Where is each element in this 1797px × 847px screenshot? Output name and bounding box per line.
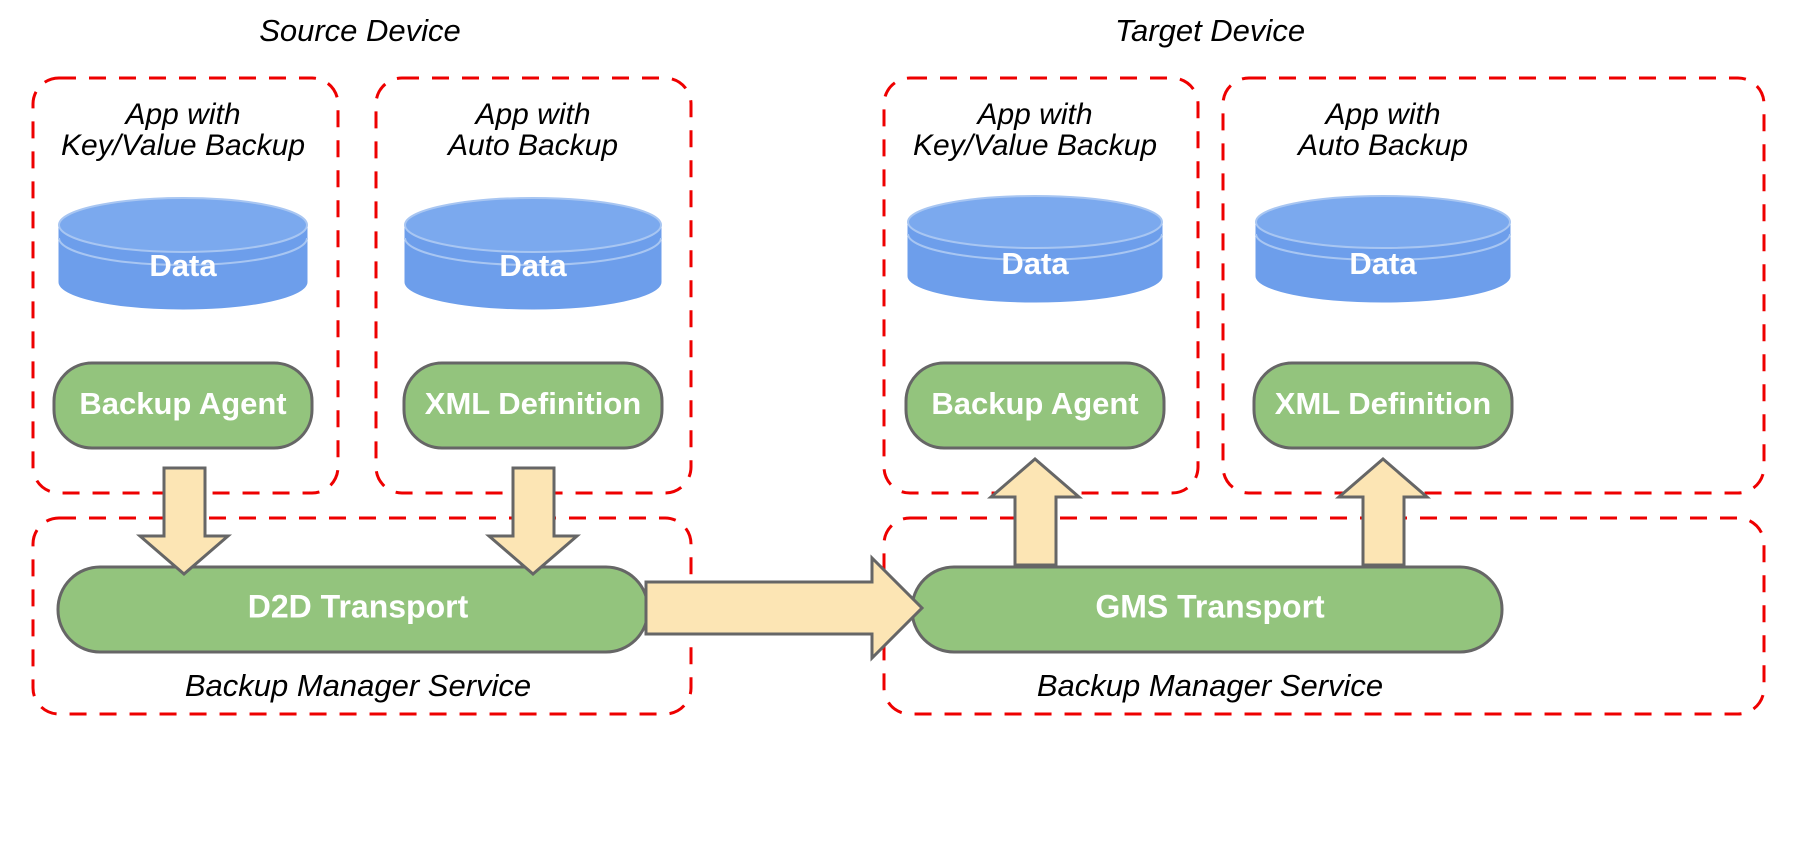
target-app-auto-boundary <box>1221 76 1766 495</box>
source-device-title: Source Device <box>259 13 461 48</box>
target-app-auto-datastore-icon <box>1255 195 1511 303</box>
target-app-auto-title-line2: Auto Backup <box>1296 129 1468 162</box>
source-app-kv-datastore-label: Data <box>149 248 217 283</box>
flow-arrow-target-kv-up <box>986 457 1084 567</box>
target-device-title: Target Device <box>1115 13 1305 48</box>
source-app-kv-title-line1: App with <box>123 98 240 131</box>
source-app-kv-component-box[interactable] <box>52 361 314 450</box>
flow-arrow-target-auto-up <box>1334 457 1432 567</box>
target-app-auto-group[interactable]: App with Auto Backup Data XML Definition <box>1221 76 1766 495</box>
source-app-auto-component-box[interactable] <box>402 361 664 450</box>
target-app-kv-component-box[interactable] <box>904 361 1166 450</box>
target-service-caption: Backup Manager Service <box>1037 668 1383 703</box>
source-app-kv-group[interactable]: App with Key/Value Backup Data Backup Ag… <box>31 76 340 495</box>
source-transport-label: D2D Transport <box>248 588 469 624</box>
target-app-auto-component-box[interactable] <box>1252 361 1514 450</box>
target-transport-label: GMS Transport <box>1095 588 1325 624</box>
target-app-kv-component-label: Backup Agent <box>931 386 1138 421</box>
source-app-auto-group[interactable]: App with Auto Backup Data XML Definition <box>374 76 693 495</box>
flow-arrow-transport-across <box>644 554 925 662</box>
target-app-kv-datastore-icon <box>907 195 1163 303</box>
source-app-kv-title-line2: Key/Value Backup <box>61 129 305 162</box>
target-app-kv-boundary <box>882 76 1200 495</box>
target-app-auto-datastore-label: Data <box>1349 246 1417 281</box>
flow-arrow-source-kv-down <box>135 466 233 576</box>
target-app-kv-title-line2: Key/Value Backup <box>913 129 1157 162</box>
source-app-auto-datastore-icon <box>404 197 662 310</box>
source-app-kv-datastore-icon <box>58 197 308 310</box>
target-app-kv-datastore-label: Data <box>1001 246 1069 281</box>
source-service-caption: Backup Manager Service <box>185 668 531 703</box>
source-app-auto-boundary <box>374 76 693 495</box>
target-app-auto-title-line1: App with <box>1323 98 1440 131</box>
source-service-boundary <box>31 516 693 716</box>
source-app-auto-component-label: XML Definition <box>425 386 641 421</box>
target-app-kv-group[interactable]: App with Key/Value Backup Data Backup Ag… <box>882 76 1200 495</box>
source-app-auto-title-line1: App with <box>473 98 590 131</box>
target-app-kv-title-line1: App with <box>975 98 1092 131</box>
source-app-kv-component-label: Backup Agent <box>79 386 286 421</box>
flow-arrow-source-auto-down <box>484 466 582 576</box>
source-app-auto-title-line2: Auto Backup <box>446 129 618 162</box>
source-backup-manager-service-group[interactable]: D2D Transport Backup Manager Service <box>31 516 693 716</box>
target-app-auto-component-label: XML Definition <box>1275 386 1491 421</box>
source-app-auto-datastore-label: Data <box>499 248 567 283</box>
